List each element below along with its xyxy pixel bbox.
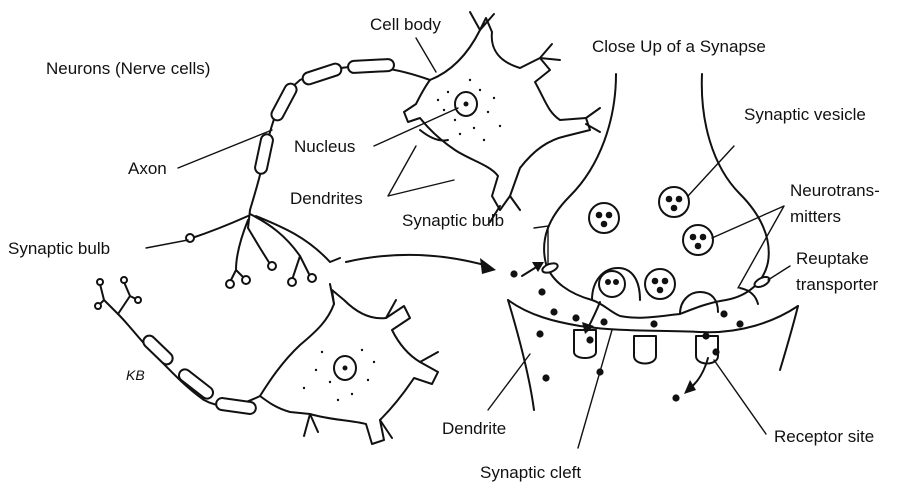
myelin-sheath-upper xyxy=(254,59,394,175)
lower-dendrite-tips xyxy=(98,282,138,314)
label-cell-body: Cell body xyxy=(370,15,441,34)
upper-cell-body xyxy=(404,18,590,210)
upper-nucleolus xyxy=(464,102,469,107)
label-synaptic-bulb-right: Synaptic bulb xyxy=(402,211,504,230)
label-reuptake-line1: Reuptake xyxy=(796,249,869,268)
artist-signature: KB xyxy=(126,367,145,383)
myelin-sheath-lower xyxy=(141,333,257,415)
reuptake-transporter-left xyxy=(541,262,559,275)
axon-terminal-knobs xyxy=(186,234,316,288)
label-neurotransmitters-line1: Neurotrans- xyxy=(790,181,880,200)
zoom-arrow xyxy=(346,255,488,266)
zoom-arrowhead xyxy=(480,258,496,274)
label-neurons-title: Neurons (Nerve cells) xyxy=(46,59,210,78)
receptor-sites xyxy=(574,330,718,364)
release-arrow xyxy=(588,302,600,328)
label-synaptic-vesicle: Synaptic vesicle xyxy=(744,105,866,124)
upper-neuron xyxy=(186,12,600,288)
label-dendrites: Dendrites xyxy=(290,189,363,208)
free-neurotransmitters xyxy=(510,270,743,401)
label-dendrite: Dendrite xyxy=(442,419,506,438)
label-axon: Axon xyxy=(128,159,167,178)
lower-axon-line xyxy=(118,314,260,406)
lower-nucleolus xyxy=(343,366,348,371)
receptor-release-arrowhead xyxy=(684,380,696,394)
label-nucleus: Nucleus xyxy=(294,137,355,156)
label-synaptic-cleft: Synaptic cleft xyxy=(480,463,581,482)
axon-terminal-branches xyxy=(192,210,340,282)
label-reuptake-line2: transporter xyxy=(796,275,879,294)
label-neurotransmitters-line2: mitters xyxy=(790,207,841,226)
reuptake-transporter-right xyxy=(753,275,771,289)
label-receptor-site: Receptor site xyxy=(774,427,874,446)
upper-dendrite-branch-2 xyxy=(540,44,560,60)
lower-neuron: KB xyxy=(95,277,438,444)
label-close-up-title: Close Up of a Synapse xyxy=(592,37,766,56)
label-synaptic-bulb-left: Synaptic bulb xyxy=(8,239,110,258)
reuptake-arrow-right xyxy=(740,288,758,304)
